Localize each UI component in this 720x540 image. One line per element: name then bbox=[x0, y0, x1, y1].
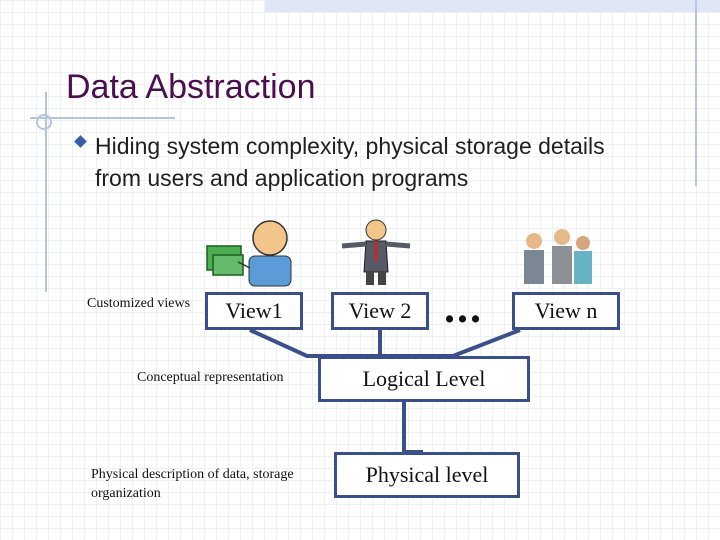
customized-views-label: Customized views bbox=[87, 296, 190, 312]
logical-level-box: Logical Level bbox=[318, 356, 530, 402]
physical-label: Physical description of data, storage or… bbox=[91, 465, 329, 503]
viewn-label: View n bbox=[535, 298, 598, 324]
view1-label: View1 bbox=[225, 298, 282, 324]
logical-level-label: Logical Level bbox=[363, 366, 486, 392]
viewn-box: View n bbox=[512, 292, 620, 330]
physical-level-box: Physical level bbox=[334, 452, 520, 498]
business-group-icon bbox=[524, 229, 592, 284]
view2-label: View 2 bbox=[349, 298, 412, 324]
conceptual-label: Conceptual representation bbox=[137, 370, 284, 386]
view1-box: View1 bbox=[205, 292, 303, 330]
person-with-money-icon bbox=[207, 221, 291, 286]
physical-level-label: Physical level bbox=[366, 462, 489, 488]
ellipsis-label: ... bbox=[444, 282, 483, 333]
businessman-icon bbox=[342, 220, 410, 285]
view2-box: View 2 bbox=[331, 292, 429, 330]
